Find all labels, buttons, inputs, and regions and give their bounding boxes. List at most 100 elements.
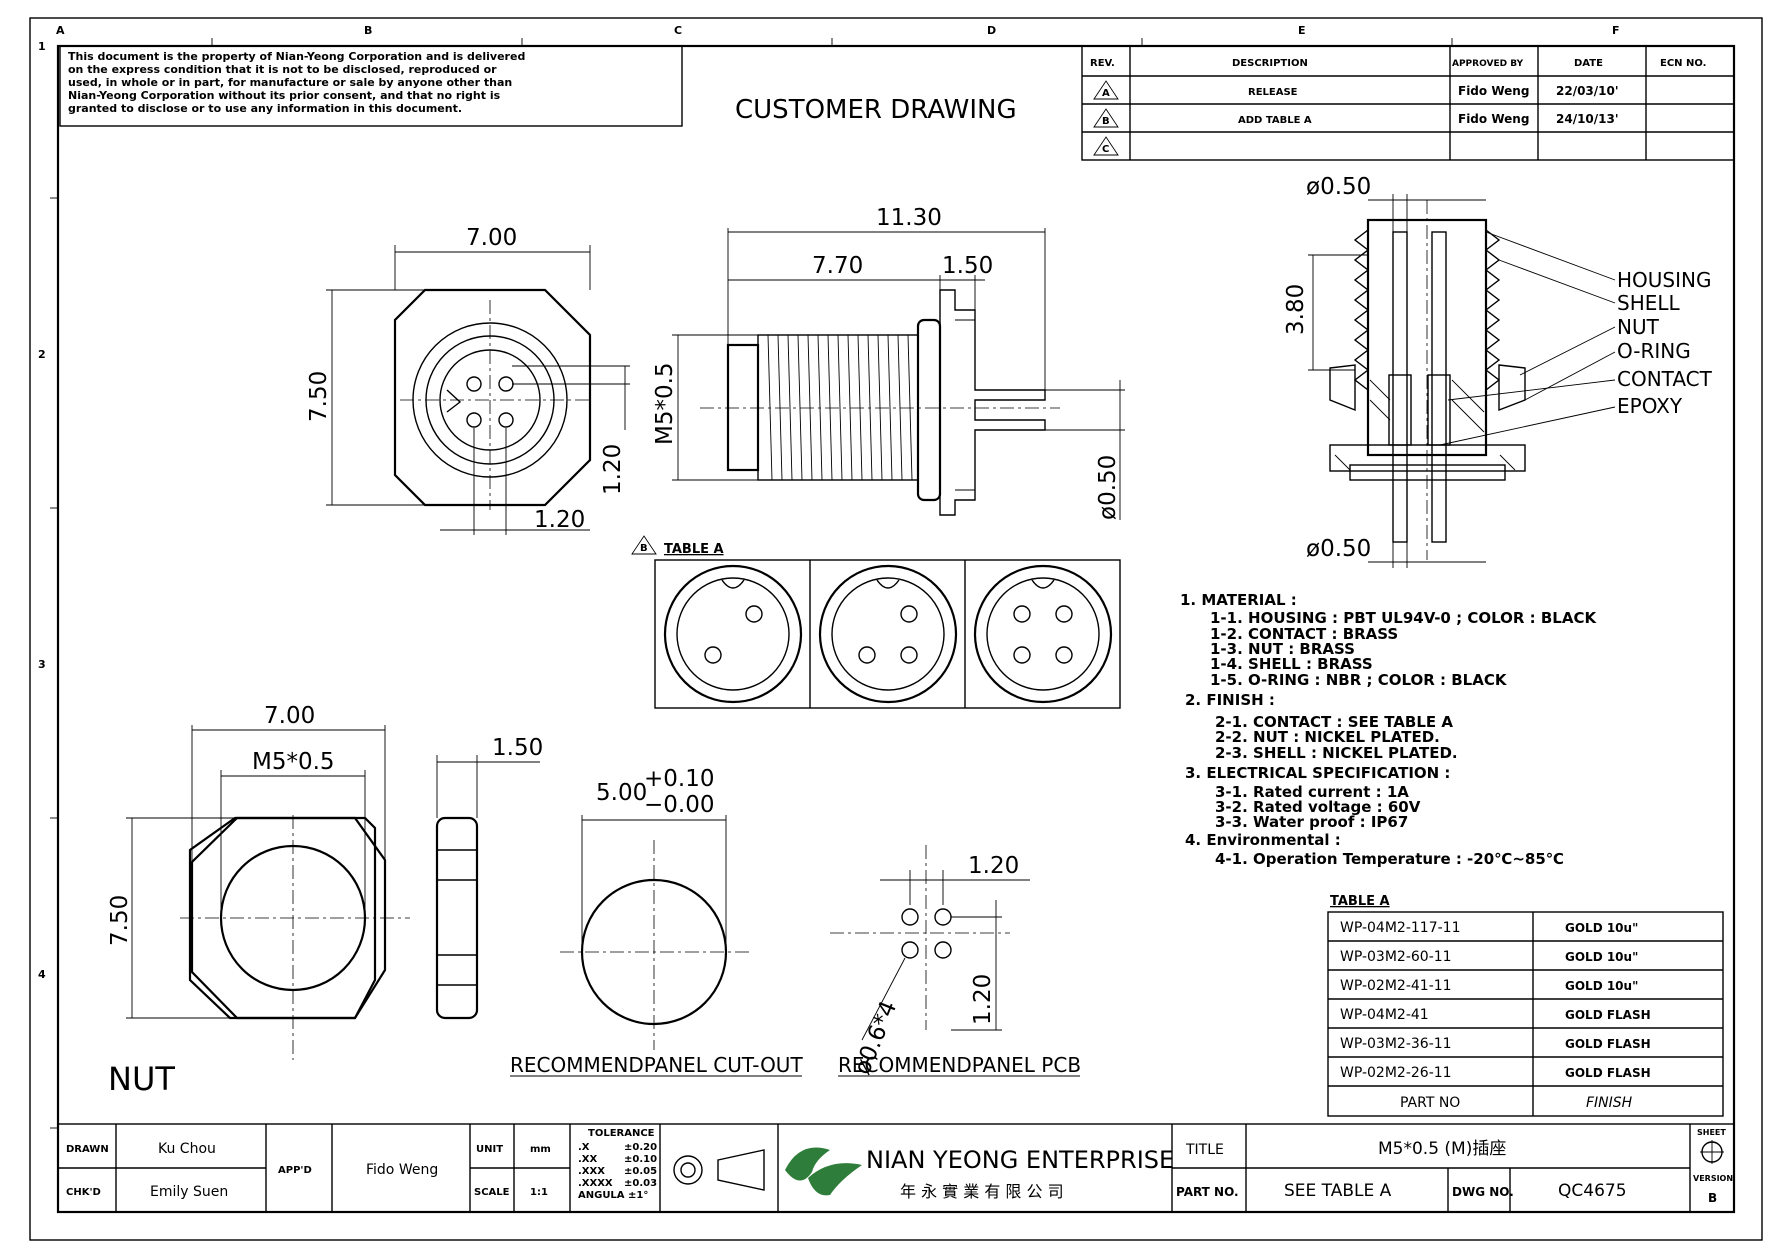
- grid-row-4: 4: [38, 968, 46, 981]
- rev-b: B: [1102, 116, 1110, 127]
- svg-text:on the express condition that: on the express condition that it is not …: [68, 63, 497, 76]
- appd-value: Fido Weng: [366, 1162, 438, 1178]
- svg-text:1-2. CONTACT : BRASS: 1-2. CONTACT : BRASS: [1210, 625, 1398, 643]
- rev-triangles: [1093, 80, 1119, 156]
- svg-text:1-4. SHELL : BRASS: 1-4. SHELL : BRASS: [1210, 655, 1373, 673]
- revision-table: [1081, 45, 1735, 161]
- cutout-label: RECOMMENDPANEL CUT-OUT: [510, 1053, 803, 1077]
- part-table: [1327, 911, 1724, 1117]
- disclaimer-text: This document is the property of Nian-Ye…: [68, 50, 525, 115]
- appd-label: APP'D: [278, 1165, 312, 1176]
- rev-a-date: 22/03/10': [1556, 84, 1619, 98]
- pcb-v-dim: 1.20: [970, 974, 996, 1025]
- title-block: [57, 1123, 1735, 1213]
- title-value: M5*0.5 (M)插座: [1378, 1139, 1506, 1159]
- part-table-footer-finish: FINISH: [1586, 1095, 1633, 1111]
- cutout-tol-plus: +0.10: [644, 766, 714, 792]
- front-view: [326, 245, 630, 535]
- cutout-dia-dim: 5.00: [596, 780, 647, 806]
- svg-text:3-3. Water proof : IP67: 3-3. Water proof : IP67: [1215, 813, 1408, 831]
- svg-text:.XX: .XX: [578, 1154, 598, 1165]
- svg-text:3. ELECTRICAL SPECIFICATION :: 3. ELECTRICAL SPECIFICATION :: [1185, 764, 1450, 782]
- pcb-label: RECOMMENDPANEL PCB: [838, 1053, 1081, 1077]
- material-notes: 1. MATERIAL : 1-1. HOUSING : PBT UL94V-0…: [1180, 591, 1597, 868]
- nut-label: NUT: [108, 1060, 175, 1098]
- callout-contact: CONTACT: [1617, 367, 1713, 391]
- part-table-footer-part: PART NO: [1400, 1095, 1460, 1111]
- rev-b-approved: Fido Weng: [1458, 112, 1529, 126]
- rev-a: A: [1102, 88, 1110, 99]
- side-length-dim: 11.30: [876, 205, 942, 231]
- svg-text:1-1. HOUSING : PBT UL94V-0 ;: 1-1. HOUSING : PBT UL94V-0 ; COLOR : BLA…: [1210, 609, 1597, 627]
- grid-col-e: E: [1298, 24, 1306, 37]
- svg-text:3-1. Rated current : 1A: 3-1. Rated current : 1A: [1215, 783, 1409, 801]
- part-row-5: WP-03M2-36-11: [1340, 1036, 1452, 1052]
- svg-text:2. FINISH :: 2. FINISH :: [1185, 691, 1275, 709]
- disclaimer-box: [59, 45, 683, 127]
- cutout-tol-minus: −0.00: [644, 792, 714, 818]
- drawn-value: Ku Chou: [158, 1141, 216, 1157]
- tolerance-block: TOLERANCE .X ±0.20 .XX ±0.10 .XXX ±0.05 …: [578, 1128, 657, 1201]
- svg-text:This document is the property: This document is the property of Nian-Ye…: [68, 50, 525, 63]
- sect-height-dim: 3.80: [1283, 284, 1309, 335]
- svg-text:±0.03: ±0.03: [624, 1178, 657, 1189]
- svg-text:1-5. O-RING : NBR ; COLOR : B: 1-5. O-RING : NBR ; COLOR : BLACK: [1210, 671, 1508, 689]
- grid-col-c: C: [674, 24, 682, 37]
- front-height-dim: 7.50: [306, 371, 332, 422]
- svg-text:3-2. Rated voltage : 60V: 3-2. Rated voltage : 60V: [1215, 798, 1421, 816]
- side-view: [672, 228, 1125, 520]
- sheet-symbol-icon: [1700, 1140, 1724, 1164]
- svg-text:±0.05: ±0.05: [624, 1166, 657, 1177]
- svg-text:±0.10: ±0.10: [624, 1154, 657, 1165]
- svg-text:1-3. NUT : BRASS: 1-3. NUT : BRASS: [1210, 640, 1355, 658]
- finish-row-4: GOLD FLASH: [1565, 1008, 1651, 1022]
- callout-nut: NUT: [1617, 315, 1660, 339]
- callout-epoxy: EPOXY: [1617, 394, 1683, 418]
- finish-row-6: GOLD FLASH: [1565, 1066, 1651, 1080]
- company-name: NIAN YEONG ENTERPRISE: [866, 1146, 1174, 1174]
- part-row-4: WP-04M2-41: [1340, 1007, 1429, 1023]
- grid-row-1: 1: [38, 40, 46, 53]
- grid-col-a: A: [56, 24, 65, 37]
- rev-a-desc: RELEASE: [1248, 87, 1298, 98]
- grid-row-2: 2: [38, 348, 46, 361]
- svg-text:used, in whole or in part, for: used, in whole or in part, for manufactu…: [68, 76, 512, 89]
- finish-row-1: GOLD 10u": [1565, 921, 1638, 935]
- svg-text:2-1. CONTACT : SEE TABLE A: 2-1. CONTACT : SEE TABLE A: [1215, 713, 1453, 731]
- svg-text:.X: .X: [578, 1142, 590, 1153]
- callout-o-ring: O-RING: [1617, 339, 1691, 363]
- pin-layout-views: [654, 559, 1121, 709]
- side-flange-dim: 1.50: [942, 253, 993, 279]
- svg-text:ANGULA: ANGULA: [578, 1190, 625, 1201]
- part-table-title: TABLE A: [1330, 894, 1390, 909]
- scale-label: SCALE: [474, 1187, 510, 1198]
- finish-row-5: GOLD FLASH: [1565, 1037, 1651, 1051]
- projection-symbol-icon: [673, 1149, 765, 1191]
- callout-housing: HOUSING: [1617, 268, 1711, 292]
- svg-text:Nian-Yeong Corporation without: Nian-Yeong Corporation without its prior…: [68, 89, 501, 102]
- sheet-label: SHEET: [1697, 1128, 1726, 1137]
- rev-b-date: 24/10/13': [1556, 112, 1619, 126]
- svg-text:granted to disclose or to use: granted to disclose or to use any inform…: [68, 102, 462, 115]
- drawn-label: DRAWN: [66, 1144, 109, 1155]
- front-pin-h-dim: 1.20: [534, 507, 585, 533]
- version-label: VERSION: [1693, 1174, 1733, 1183]
- panel-cutout-view: [510, 815, 802, 1077]
- finish-row-2: GOLD 10u": [1565, 950, 1638, 964]
- svg-text:.XXX: .XXX: [578, 1166, 605, 1177]
- svg-text:TOLERANCE: TOLERANCE: [588, 1128, 655, 1139]
- unit-value: mm: [530, 1144, 551, 1155]
- grid-col-b: B: [364, 24, 372, 37]
- nut-view: [126, 725, 410, 1060]
- sect-top-dia-dim: ø0.50: [1306, 174, 1371, 200]
- dwgno-label: DWG NO.: [1452, 1185, 1514, 1199]
- dwgno-value: QC4675: [1558, 1181, 1627, 1201]
- rev-header-approved: APPROVED BY: [1452, 59, 1524, 69]
- side-thread-dim: M5*0.5: [652, 362, 678, 445]
- rev-b-desc: ADD TABLE A: [1238, 115, 1312, 126]
- rev-header-ecn: ECN NO.: [1660, 58, 1706, 69]
- svg-text:2-3. SHELL : NICKEL PLATED.: 2-3. SHELL : NICKEL PLATED.: [1215, 744, 1458, 762]
- part-row-3: WP-02M2-41-11: [1340, 978, 1452, 994]
- table-a-rev: B: [640, 543, 648, 554]
